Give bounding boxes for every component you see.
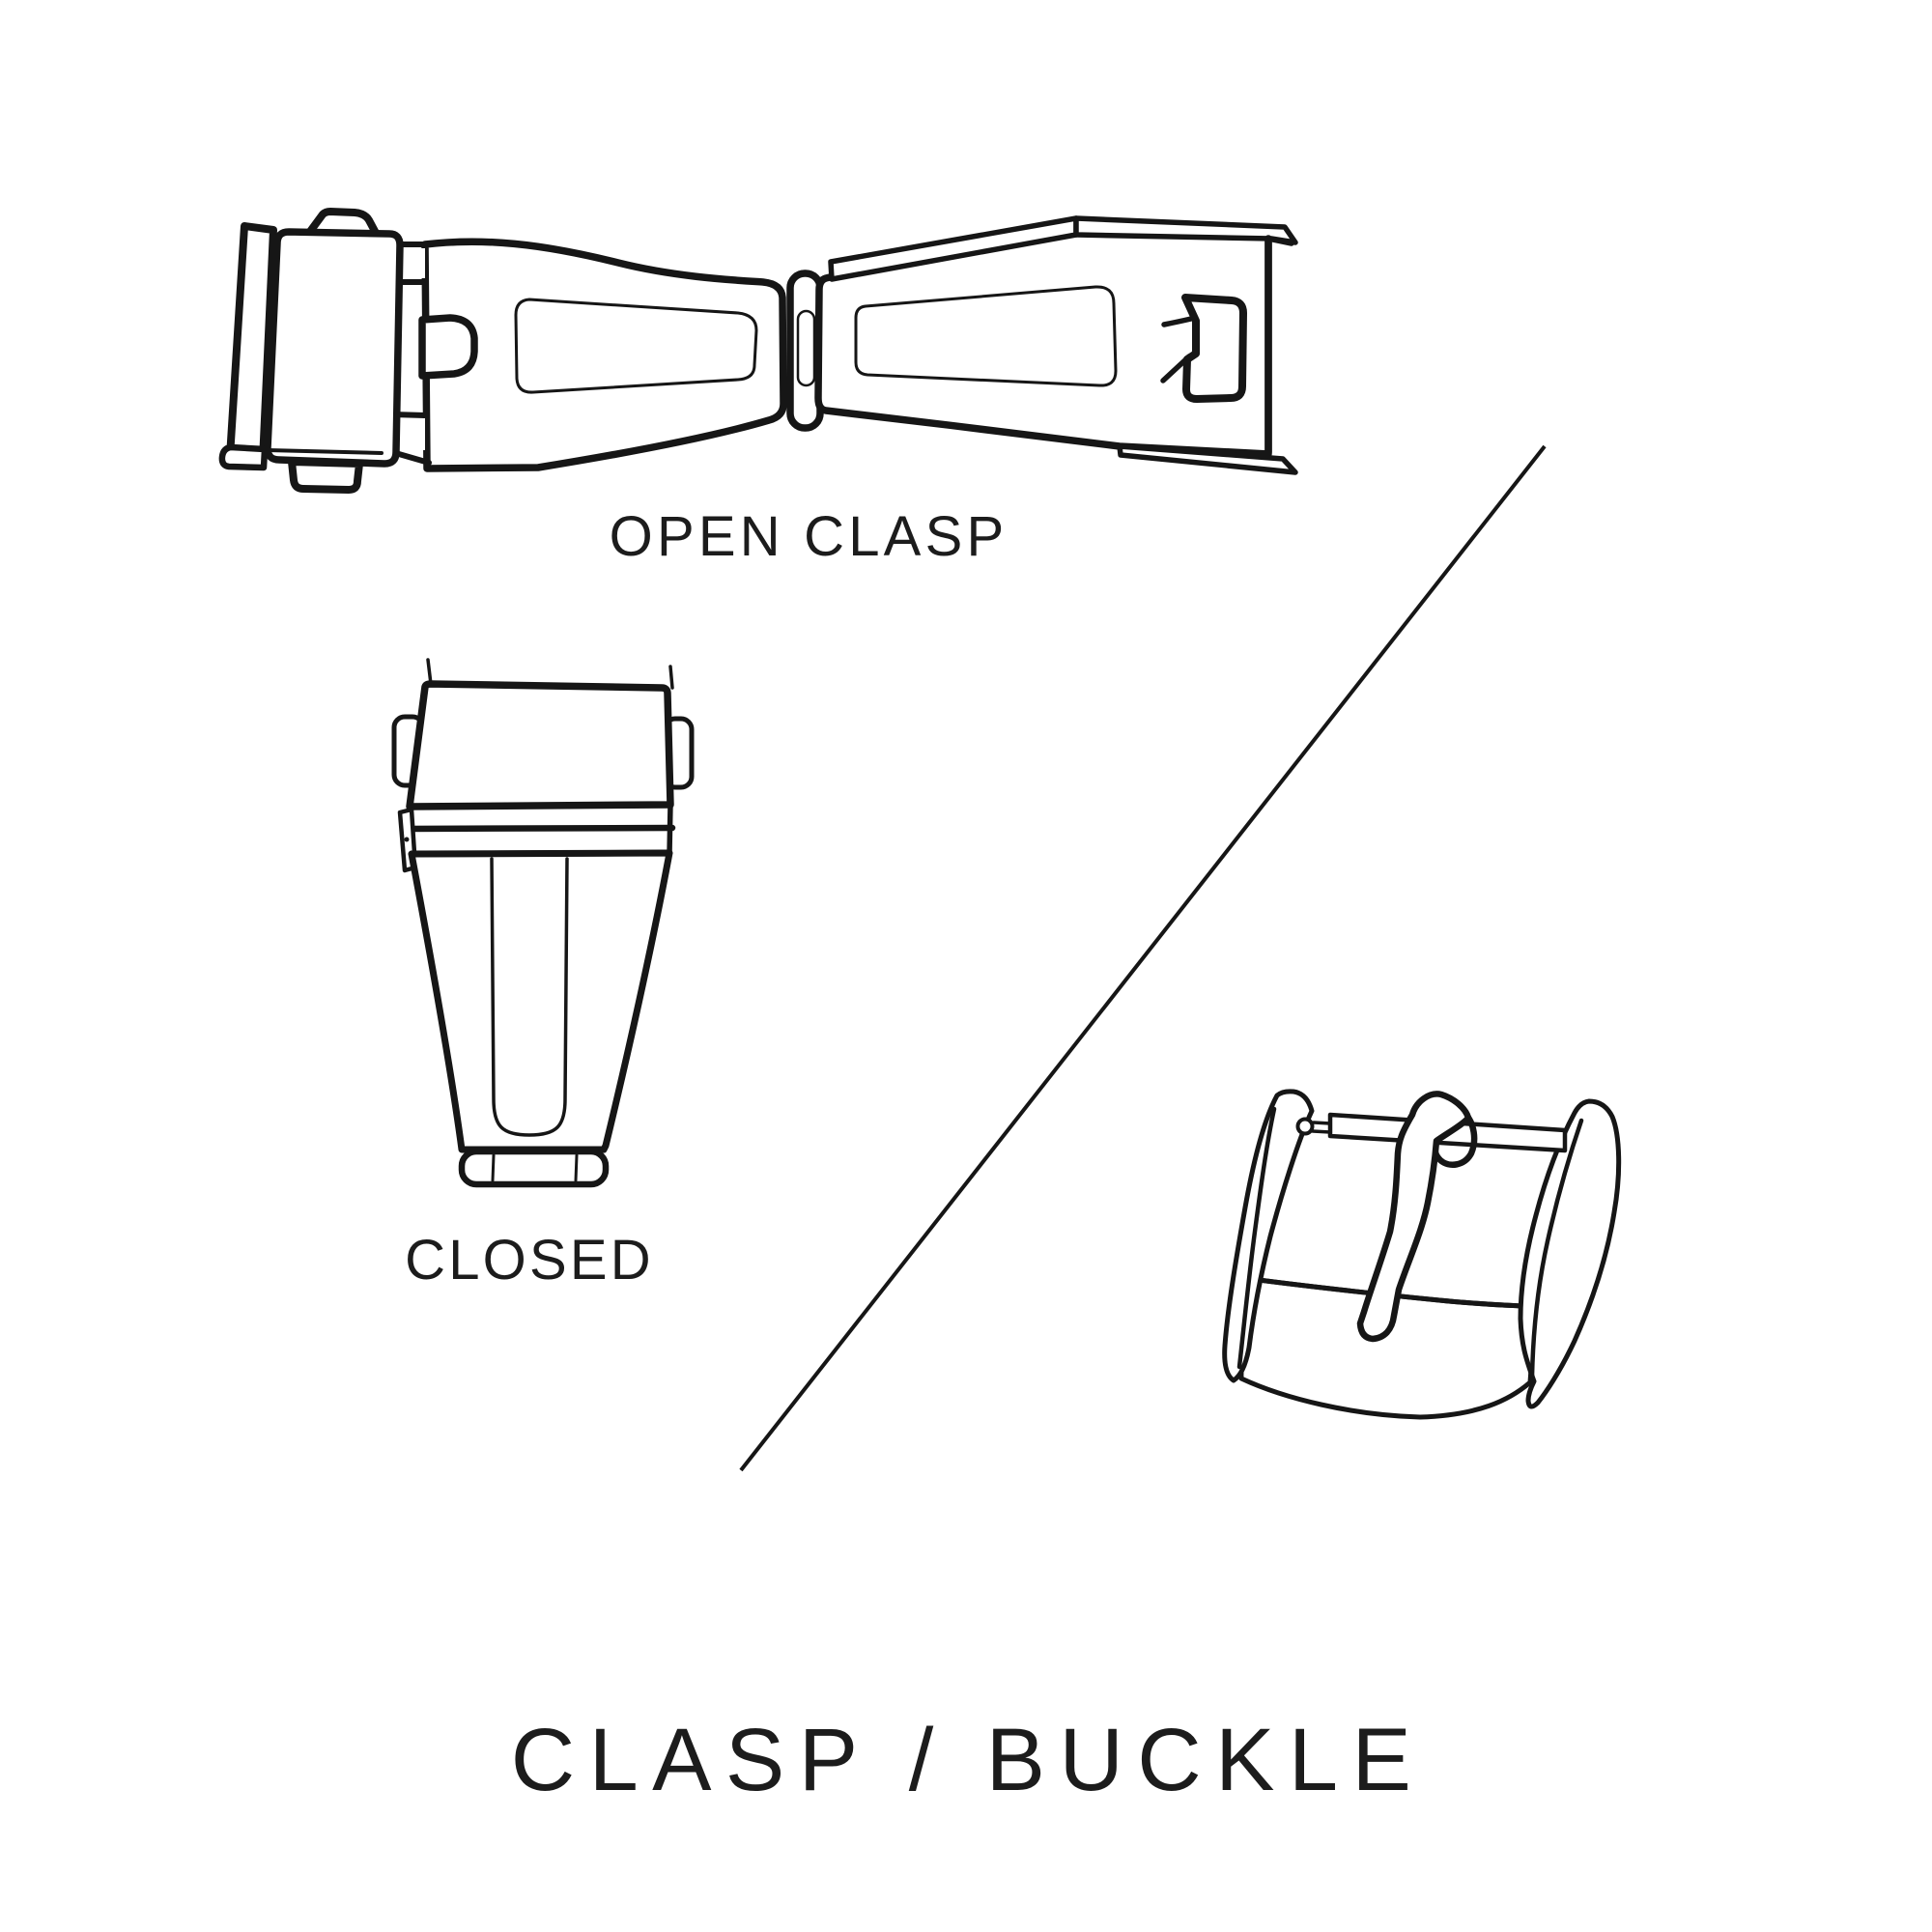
svg-text:OPEN CLASP: OPEN CLASP — [610, 505, 1009, 568]
svg-text:CLASP / BUCKLE: CLASP / BUCKLE — [511, 1711, 1425, 1809]
svg-text:CLOSED: CLOSED — [405, 1229, 654, 1292]
